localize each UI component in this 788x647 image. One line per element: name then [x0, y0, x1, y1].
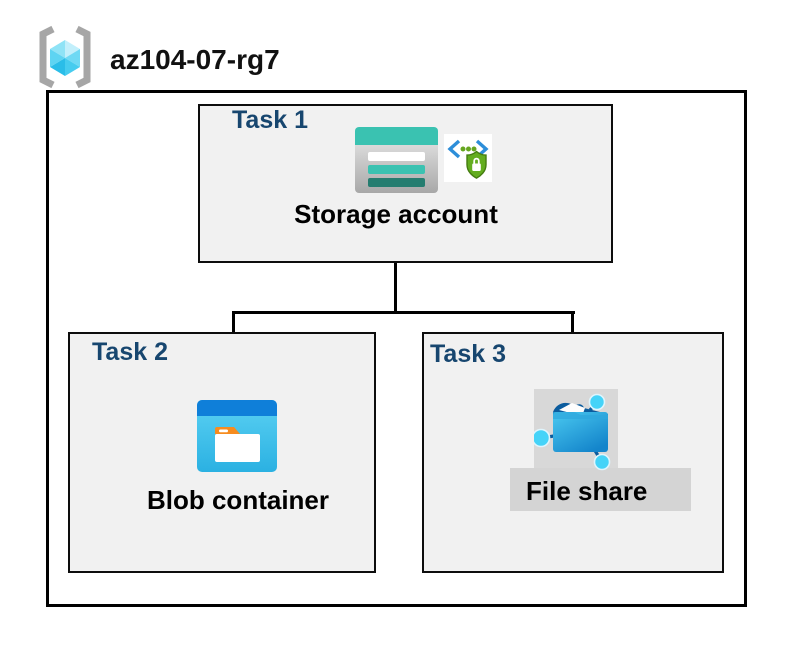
- task2-label: Task 2: [92, 338, 168, 366]
- file-share-label-background: [510, 468, 691, 511]
- task3-box: [422, 332, 724, 573]
- connector-storage-down: [394, 235, 397, 313]
- blob-container-caption: Blob container: [146, 485, 329, 515]
- resource-group-icon: [39, 25, 91, 89]
- file-share-caption: File share: [526, 476, 648, 506]
- connector-horizontal: [232, 311, 575, 314]
- storage-account-icon: [355, 127, 438, 193]
- task1-label: Task 1: [232, 106, 308, 134]
- file-share-icon: [534, 393, 611, 471]
- resource-group-title: az104-07-rg7: [110, 44, 280, 75]
- secure-access-icon: [444, 134, 492, 182]
- task3-label: Task 3: [430, 340, 506, 368]
- blob-container-icon: [197, 400, 277, 472]
- storage-account-caption: Storage account: [294, 199, 498, 229]
